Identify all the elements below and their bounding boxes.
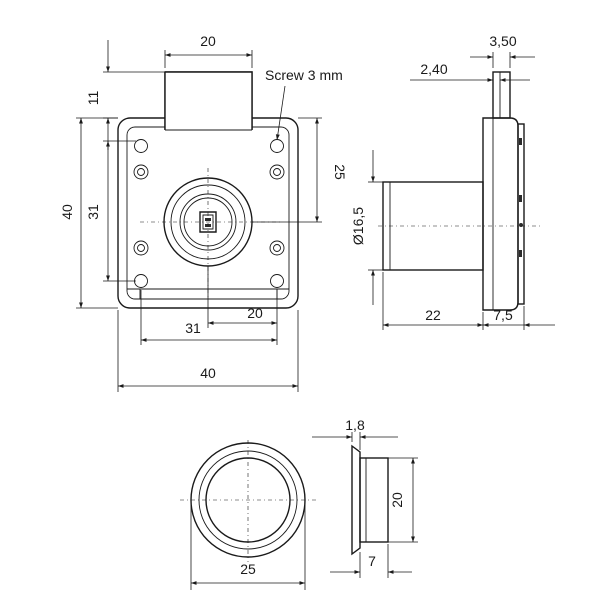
dim-strike-depth: 7	[368, 553, 376, 569]
dim-cap-length: 7,5	[493, 307, 513, 323]
dim-body-length: 22	[425, 307, 441, 323]
dim-cylinder-offset-v: 25	[332, 164, 348, 180]
strike-front-view: 25	[180, 440, 318, 590]
dim-strike-height: 20	[389, 492, 405, 508]
dim-hole-spacing-h: 31	[185, 320, 201, 336]
dim-strike-diameter: 25	[240, 561, 256, 577]
screw-holes	[133, 139, 285, 288]
dim-outer-width: 40	[200, 365, 216, 381]
strike-sleeve	[359, 457, 389, 543]
dim-plate-offset: 2,40	[420, 61, 447, 77]
rear-cap	[517, 123, 525, 305]
dim-cylinder-offset-h: 20	[247, 305, 263, 321]
dim-hole-spacing-v: 31	[85, 204, 101, 220]
cap-details	[519, 138, 523, 257]
front-view: 20 11 Screw 3 mm 40 31 25 31 20	[59, 33, 348, 392]
mounting-plate	[482, 117, 519, 311]
side-view: 3,50 2,40 Ø16,5 22 7,5	[350, 33, 555, 330]
screw-note: Screw 3 mm	[265, 67, 343, 83]
dim-cap-thickness: 3,50	[489, 33, 516, 49]
side-bolt	[492, 71, 511, 119]
dim-top-width: 20	[200, 33, 216, 49]
strike-side-view: 1,8 20 7	[312, 417, 418, 578]
dim-cylinder-diameter: Ø16,5	[350, 207, 366, 245]
dim-strike-flange: 1,8	[345, 417, 365, 433]
dim-top-height: 11	[85, 91, 101, 106]
dim-outer-height: 40	[59, 204, 75, 220]
strike-flange	[351, 444, 361, 556]
